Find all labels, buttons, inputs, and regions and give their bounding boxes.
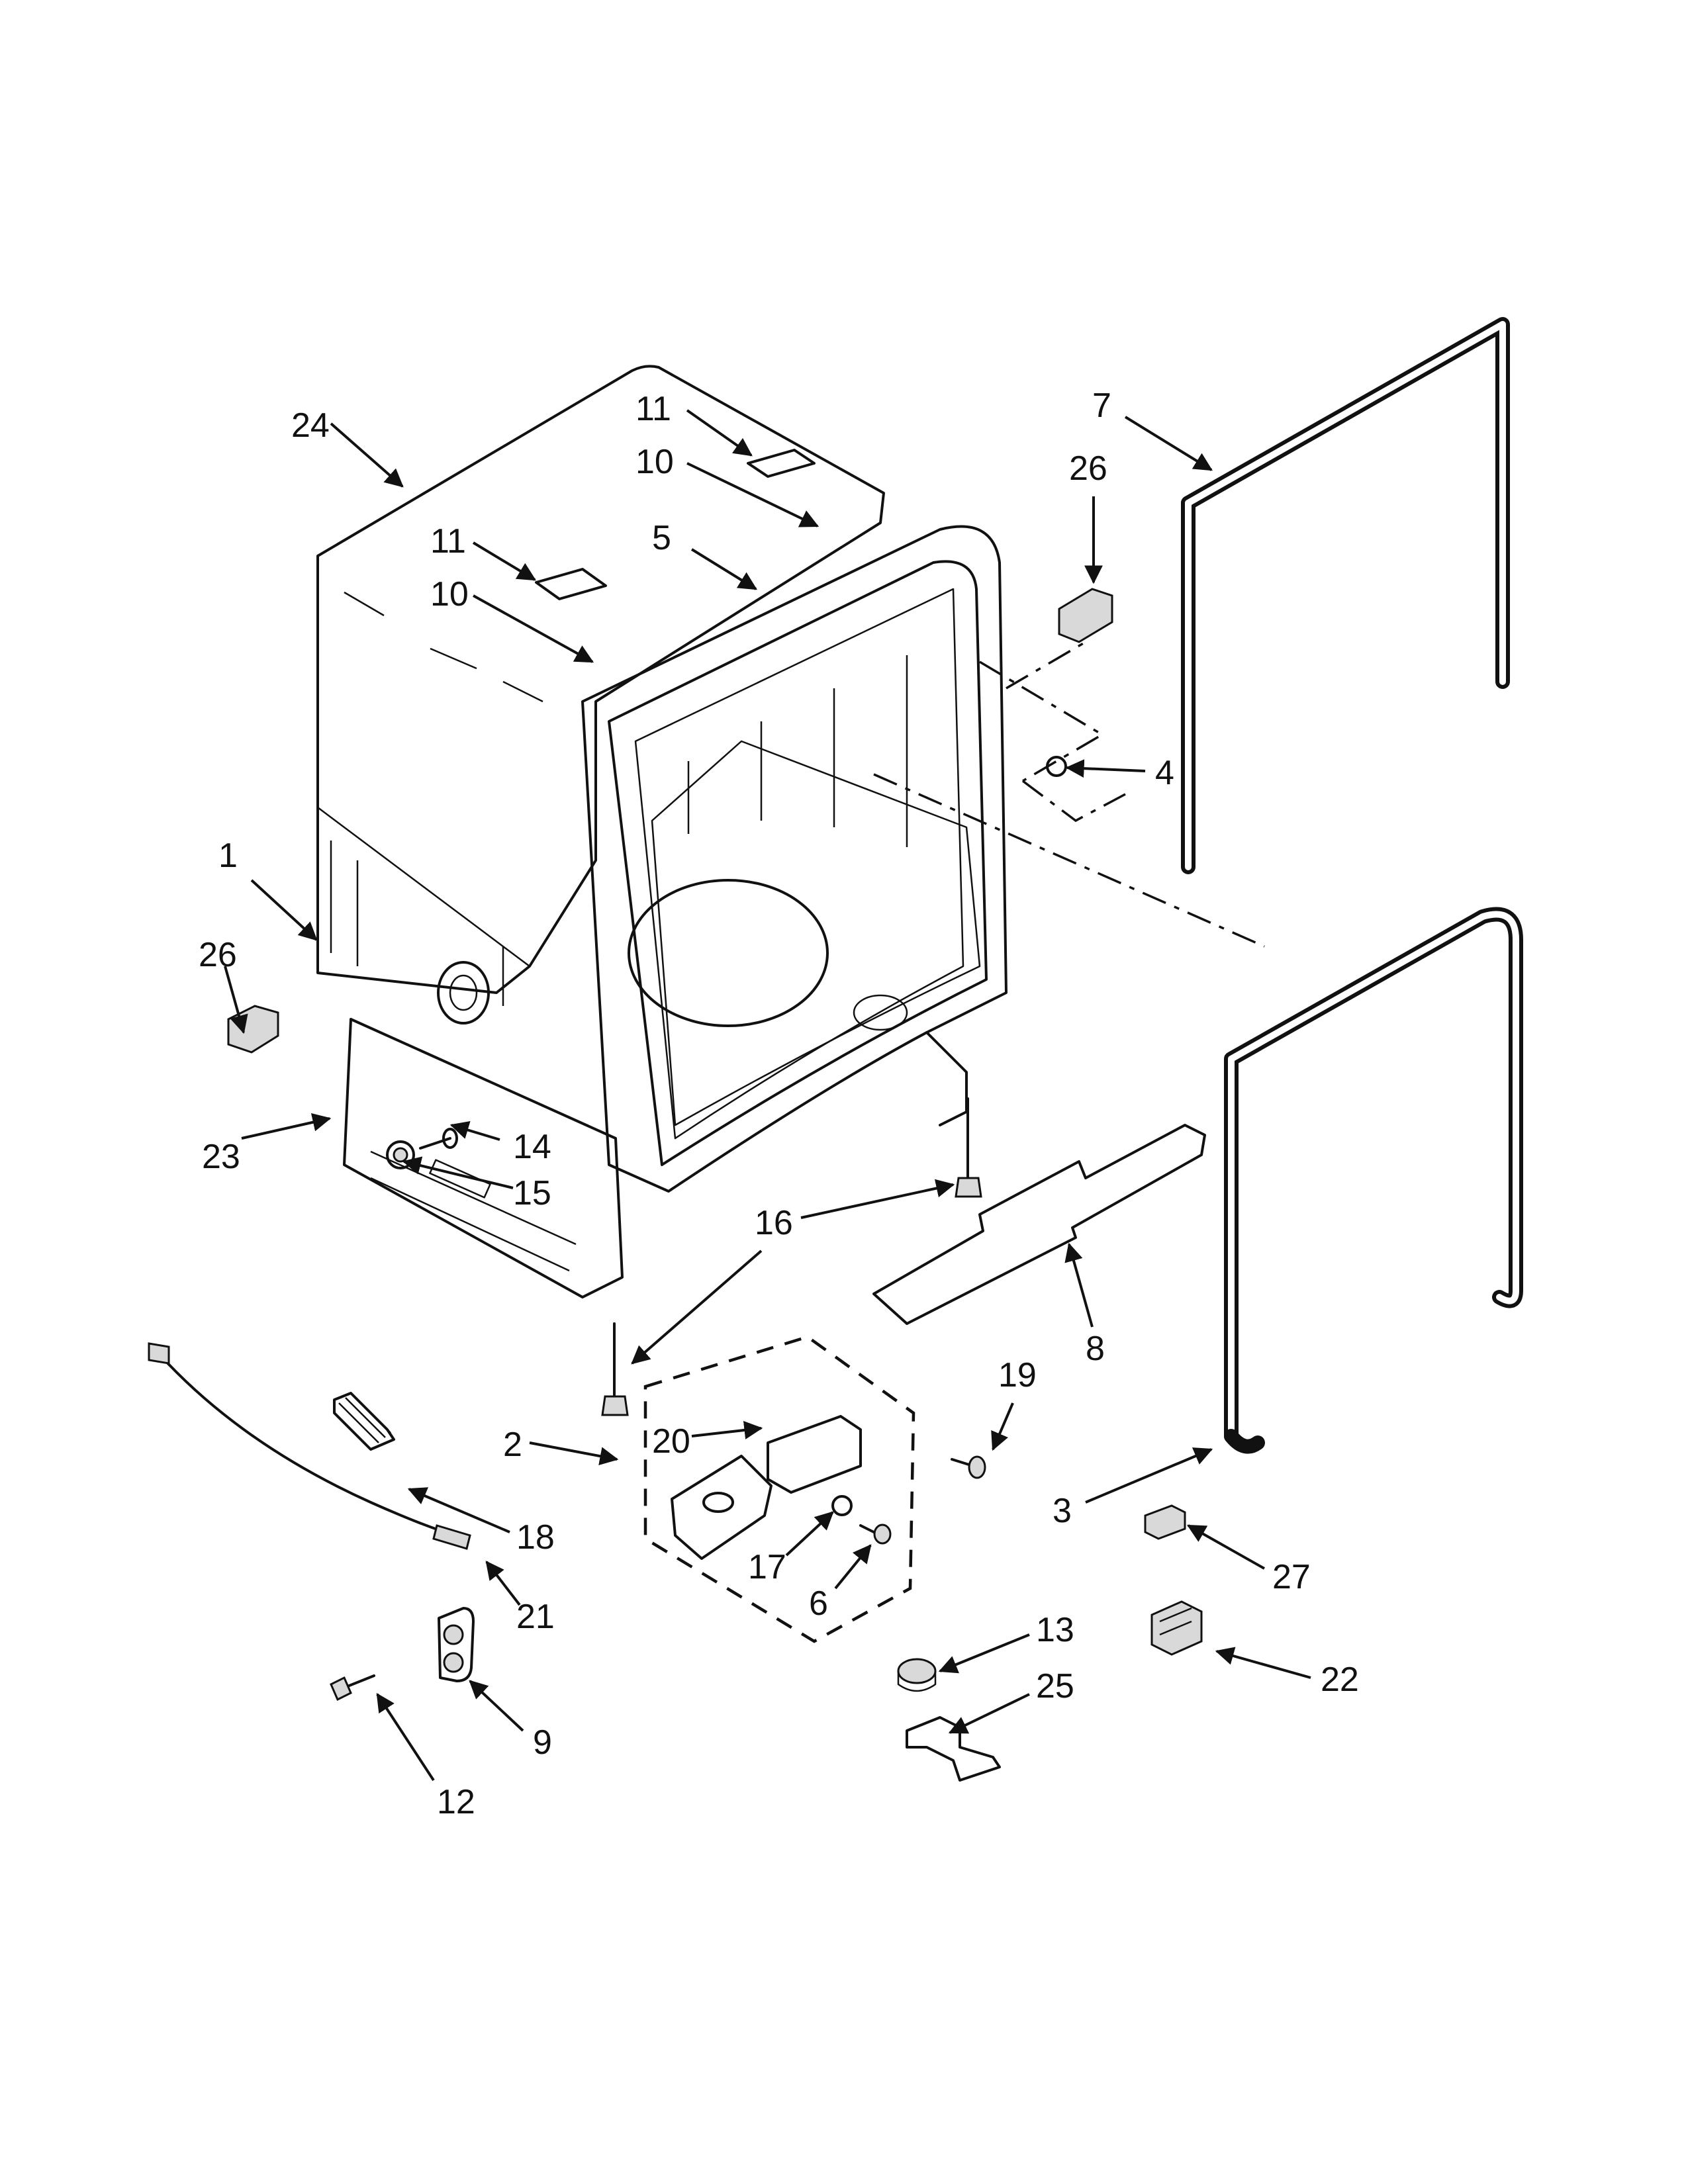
callout-27: 27 xyxy=(1272,1558,1311,1596)
callout-12: 12 xyxy=(437,1783,475,1821)
alignment-line xyxy=(873,773,1265,948)
callout-23: 23 xyxy=(202,1138,240,1176)
callout-8: 8 xyxy=(1086,1330,1105,1368)
callout-20: 20 xyxy=(652,1422,690,1461)
part-18-spring xyxy=(333,1392,395,1451)
callout-11: 11 xyxy=(430,522,466,561)
part-25-bracket xyxy=(906,1716,1001,1782)
callout-24: 24 xyxy=(291,406,330,445)
door-gasket-bottom xyxy=(1224,907,1523,1454)
callout-2: 2 xyxy=(503,1426,522,1464)
callout-11: 11 xyxy=(635,390,671,428)
callout-14: 14 xyxy=(513,1128,551,1166)
part-16-leveling-leg-right xyxy=(955,1097,982,1198)
callout-10: 10 xyxy=(430,575,469,614)
callout-1: 1 xyxy=(218,837,238,875)
part-8-toe-panel xyxy=(872,1124,1206,1325)
part-16-leveling-leg-left xyxy=(601,1322,629,1416)
callout-18: 18 xyxy=(516,1518,555,1557)
callout-10: 10 xyxy=(635,443,674,481)
callout-4: 4 xyxy=(1155,754,1174,792)
part-9-bracket xyxy=(438,1607,475,1682)
part-4-plug xyxy=(1046,756,1067,777)
callout-25: 25 xyxy=(1036,1667,1074,1706)
callout-6: 6 xyxy=(809,1584,828,1623)
part-27-clip xyxy=(1144,1504,1186,1540)
callout-17: 17 xyxy=(748,1548,786,1586)
callout-9: 9 xyxy=(533,1723,552,1762)
part-26-bumper-left xyxy=(227,1005,279,1054)
part-19-screw xyxy=(951,1455,986,1479)
callout-19: 19 xyxy=(998,1356,1037,1394)
callout-7: 7 xyxy=(1092,387,1111,425)
door-gasket-top xyxy=(1181,317,1510,874)
callout-3: 3 xyxy=(1053,1492,1072,1530)
part-2-bracket-group xyxy=(643,1335,915,1643)
alignment-line xyxy=(1006,641,1086,690)
part-12-screw xyxy=(330,1674,375,1702)
part-13-thermostat xyxy=(897,1658,937,1692)
part-21-wire-harness xyxy=(148,1342,471,1550)
callout-16: 16 xyxy=(755,1204,793,1242)
callout-15: 15 xyxy=(513,1174,551,1212)
callout-13: 13 xyxy=(1036,1611,1074,1649)
alignment-line xyxy=(979,660,1126,823)
callout-5: 5 xyxy=(652,519,671,557)
part-14-screw xyxy=(419,1128,458,1150)
callout-labels: 24 11 10 11 10 5 7 26 4 1 26 23 14 15 16… xyxy=(199,387,1359,1821)
part-22-connector xyxy=(1150,1600,1203,1656)
callout-26: 26 xyxy=(1069,449,1107,488)
tub-assembly xyxy=(316,365,1008,1298)
leader-arrows xyxy=(224,409,1311,1782)
callout-26: 26 xyxy=(199,936,237,974)
part-26-bumper-right xyxy=(1058,588,1113,643)
callout-22: 22 xyxy=(1321,1661,1359,1699)
callout-21: 21 xyxy=(516,1598,555,1636)
